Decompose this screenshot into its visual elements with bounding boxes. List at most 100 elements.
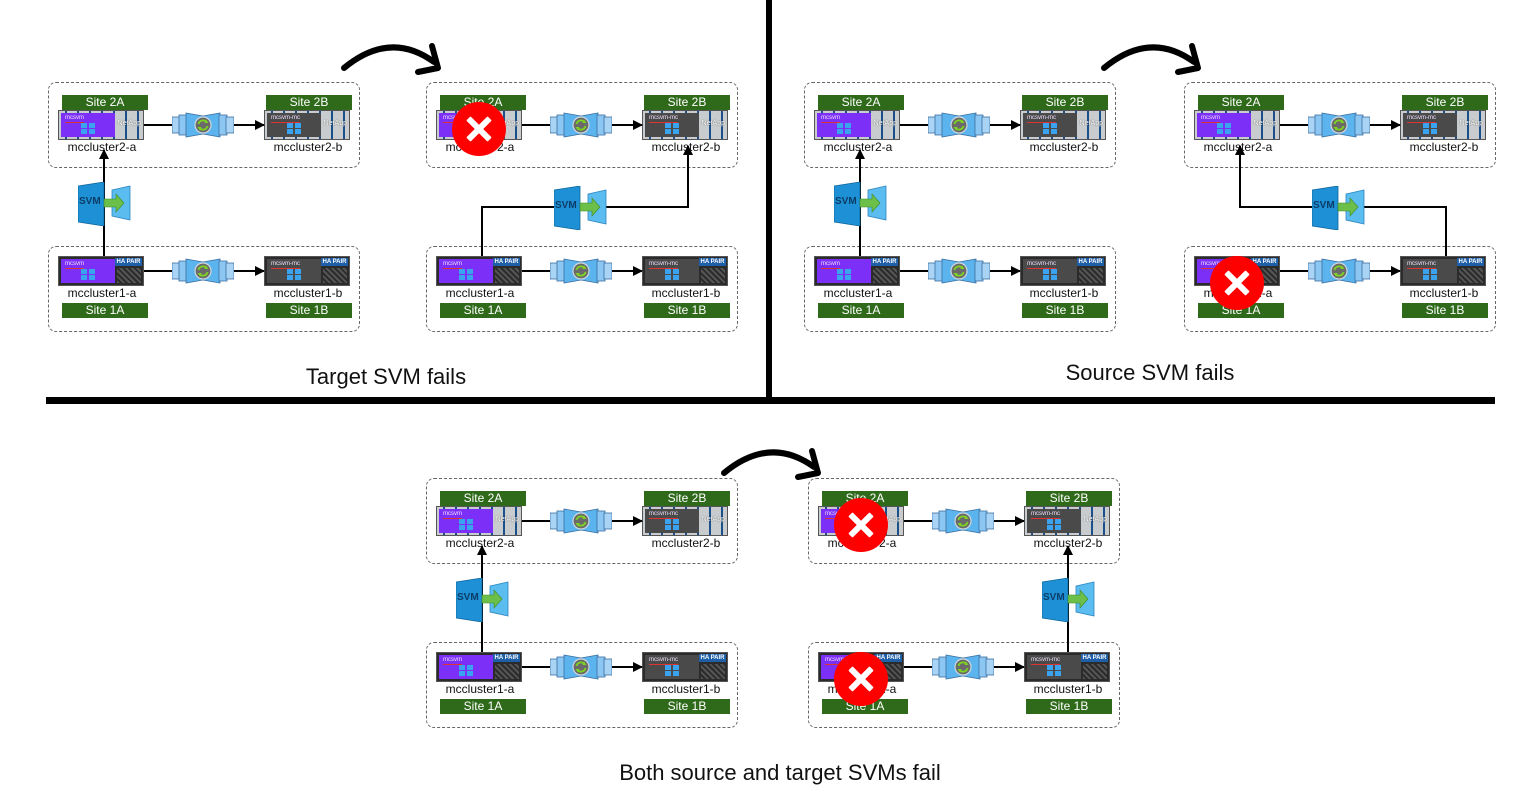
cluster-1-group	[426, 642, 738, 728]
storage-icon	[81, 123, 95, 134]
sync-mirror-icon	[172, 112, 234, 138]
node-mccluster1-a: mcsvm HA PAIR	[436, 652, 522, 682]
replication-arrow	[234, 120, 265, 130]
mccluster2-b-label: mccluster2-b	[1409, 140, 1479, 154]
site-2a-label: Site 2A	[1198, 95, 1284, 110]
storage-icon	[1047, 519, 1061, 530]
link-line	[904, 520, 932, 522]
svm-instance: mcsvm	[61, 259, 115, 283]
failure-x-icon	[1210, 256, 1264, 310]
netapp-logo: NetApp	[495, 516, 519, 523]
svm-name: mcsvm-mc	[1407, 115, 1436, 123]
ha-pair-badge: HA PAIR	[699, 258, 726, 266]
storage-icon	[665, 665, 679, 676]
link-line	[900, 270, 928, 272]
cluster-1-group	[426, 246, 738, 332]
svm-name: mcsvm-mc	[271, 261, 300, 269]
svm-name: mcsvm	[65, 115, 84, 123]
cluster-1-group	[48, 246, 360, 332]
site-1b-label: Site 1B	[1022, 303, 1108, 318]
node-mccluster2-b: mcsvm-mc NetApp	[1400, 110, 1486, 140]
storage-icon	[1217, 123, 1231, 134]
replication-arrow	[990, 120, 1021, 130]
svm-instance: mcsvm-mc	[1023, 113, 1077, 137]
ha-pair-badge: HA PAIR	[321, 258, 348, 266]
site-1b-label: Site 1B	[1402, 303, 1488, 318]
site-1b-label: Site 1B	[644, 699, 730, 714]
vent-grille	[873, 268, 897, 283]
svm-label: SVM	[1313, 200, 1335, 211]
mccluster1-a-label: mccluster1-a	[445, 682, 515, 696]
svm-name: mcsvm	[821, 261, 840, 269]
sync-mirror-icon	[932, 654, 994, 680]
storage-icon	[459, 269, 473, 280]
svm-instance: mcsvm	[817, 113, 871, 137]
ha-pair-badge: HA PAIR	[493, 654, 520, 662]
mccluster2-a-label: mccluster2-a	[445, 536, 515, 550]
caption-both-svms-fail: Both source and target SVMs fail	[619, 760, 941, 785]
netapp-logo: NetApp	[873, 120, 897, 127]
svm-label: SVM	[1043, 592, 1065, 603]
mccluster1-b-label: mccluster1-b	[1033, 682, 1103, 696]
mccluster1-b-label: mccluster1-b	[651, 682, 721, 696]
link-line	[522, 270, 550, 272]
netapp-logo: NetApp	[1253, 120, 1277, 127]
svm-instance: mcsvm	[61, 113, 115, 137]
netapp-logo: NetApp	[1459, 120, 1483, 127]
mccluster2-a-label: mccluster2-a	[67, 140, 137, 154]
failure-x-icon	[834, 498, 888, 552]
link-line	[144, 124, 172, 126]
svm-name: mcsvm-mc	[649, 511, 678, 519]
replication-arrow	[612, 120, 643, 130]
sync-mirror-icon	[550, 654, 612, 680]
site-2b-label: Site 2B	[644, 95, 730, 110]
mccluster1-a-label: mccluster1-a	[445, 286, 515, 300]
svm-label: SVM	[457, 592, 479, 603]
transition-arrow-2	[1101, 43, 1201, 75]
link-line	[1280, 124, 1308, 126]
mccluster2-b-label: mccluster2-b	[1033, 536, 1103, 550]
node-mccluster1-b: mcsvm-mc HA PAIR	[1400, 256, 1486, 286]
netapp-logo: NetApp	[495, 120, 519, 127]
sync-mirror-icon	[1308, 112, 1370, 138]
svm-instance: mcsvm-mc	[1027, 655, 1081, 679]
ha-pair-badge: HA PAIR	[871, 258, 898, 266]
caption-target-svm-fails: Target SVM fails	[305, 364, 467, 389]
cluster-2-group	[804, 82, 1116, 168]
node-mccluster2-a: mcsvm NetApp	[1194, 110, 1280, 140]
svm-instance: mcsvm-mc	[645, 259, 699, 283]
node-mccluster2-a: mcsvm NetApp	[814, 110, 900, 140]
site-2a-label: Site 2A	[818, 95, 904, 110]
node-mccluster2-b: mcsvm-mc NetApp	[264, 110, 350, 140]
node-mccluster1-b: mcsvm-mc HA PAIR	[1024, 652, 1110, 682]
node-mccluster1-a: mcsvm HA PAIR	[58, 256, 144, 286]
netapp-logo: NetApp	[701, 516, 725, 523]
svm-instance: mcsvm	[1197, 113, 1251, 137]
vent-grille	[1079, 268, 1103, 283]
storage-icon	[287, 123, 301, 134]
node-mccluster1-b: mcsvm-mc HA PAIR	[1020, 256, 1106, 286]
ha-pair-badge: HA PAIR	[115, 258, 142, 266]
vent-grille	[1083, 664, 1107, 679]
transition-arrow-1	[341, 43, 441, 75]
svm-name: mcsvm-mc	[649, 261, 678, 269]
replication-arrow	[990, 266, 1021, 276]
cluster-2-group	[426, 82, 738, 168]
svm-name: mcsvm	[443, 511, 462, 519]
replication-arrow	[994, 516, 1025, 526]
vent-grille	[701, 268, 725, 283]
ha-pair-badge: HA PAIR	[1251, 258, 1278, 266]
svm-label: SVM	[555, 200, 577, 211]
sync-mirror-icon	[932, 508, 994, 534]
svm-name: mcsvm-mc	[271, 115, 300, 123]
storage-icon	[837, 123, 851, 134]
netapp-logo: NetApp	[1079, 120, 1103, 127]
node-mccluster1-b: mcsvm-mc HA PAIR	[642, 256, 728, 286]
vent-grille	[1459, 268, 1483, 283]
site-1a-label: Site 1A	[62, 303, 148, 318]
cluster-2-group	[808, 478, 1120, 564]
svm-label: SVM	[835, 196, 857, 207]
mccluster2-b-label: mccluster2-b	[651, 536, 721, 550]
